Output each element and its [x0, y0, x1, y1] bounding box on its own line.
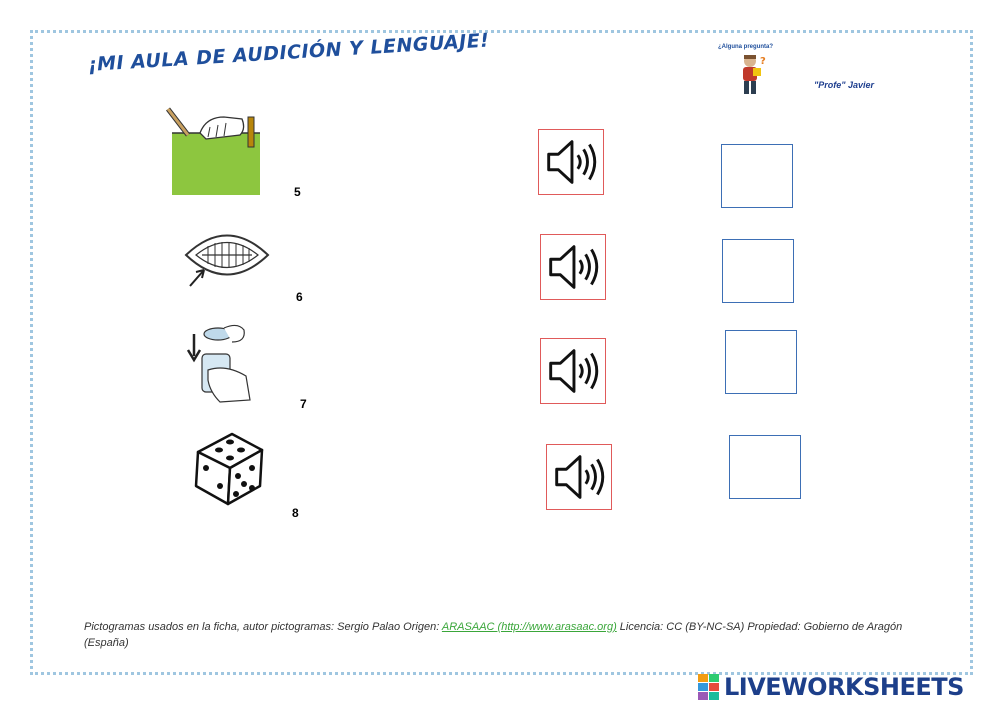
item-number: 7: [300, 397, 307, 411]
speaker-icon: [549, 349, 599, 393]
item-number: 8: [292, 506, 299, 520]
answer-input[interactable]: [721, 144, 793, 208]
teeth-mouth-icon: [184, 234, 270, 287]
speaker-icon: [547, 140, 597, 184]
open-jar-icon: [186, 324, 251, 403]
credits-footer: Pictogramas usados en la ficha, autor pi…: [84, 619, 914, 651]
speaker-icon: [549, 245, 599, 289]
answer-input[interactable]: [722, 239, 794, 303]
speech-bubble-text: ¿Alguna pregunta?: [718, 44, 773, 50]
audio-play-button[interactable]: [540, 234, 606, 300]
answer-input[interactable]: [725, 330, 797, 394]
audio-play-button[interactable]: [546, 444, 612, 510]
liveworksheets-logo-icon: [698, 674, 720, 700]
brand-name: LIVEWORKSHEETS: [724, 673, 964, 701]
credits-suffix: Licencia: CC (BY-NC-SA) Propiedad: Gobie…: [84, 621, 903, 649]
worksheet-border: [30, 30, 973, 675]
clip-hands-icon: [166, 107, 260, 195]
arasaac-link[interactable]: ARASAAC (http://www.arasaac.org): [441, 621, 617, 633]
audio-play-button[interactable]: [538, 129, 604, 195]
speaker-icon: [555, 455, 605, 499]
author-label: "Profe" Javier: [814, 80, 875, 90]
credits-prefix: Pictogramas usados en la ficha, autor pi…: [84, 621, 442, 633]
item-number: 6: [296, 290, 303, 304]
liveworksheets-brand: LIVEWORKSHEETS: [698, 673, 964, 701]
dice-icon: [194, 432, 264, 506]
answer-input[interactable]: [729, 435, 801, 499]
teacher-avatar-icon: ?: [743, 55, 766, 94]
audio-play-button[interactable]: [540, 338, 606, 404]
item-number: 5: [294, 185, 301, 199]
svg-text:?: ?: [760, 56, 766, 67]
